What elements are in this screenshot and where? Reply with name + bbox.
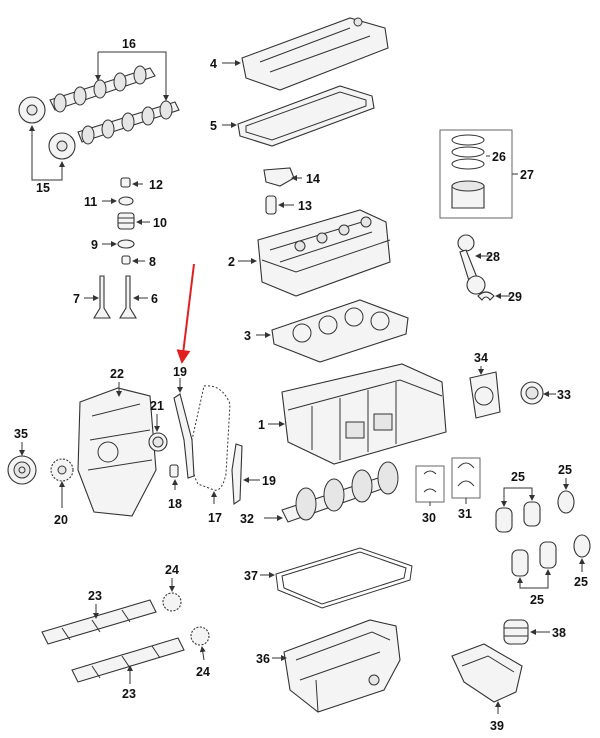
valve-train-parts — [84, 177, 150, 319]
head-gasket — [256, 299, 409, 363]
label-31: 31 — [458, 507, 472, 521]
balance-shaft-lower — [71, 637, 185, 684]
label-25-lower: 25 — [530, 593, 544, 607]
label-24-upper: 24 — [165, 563, 179, 577]
oil-pump — [503, 619, 550, 645]
label-30: 30 — [422, 511, 436, 525]
valve-cover — [222, 17, 389, 91]
label-18: 18 — [168, 497, 182, 511]
balance-shaft-gear-lower — [190, 626, 210, 661]
main-bearing-single-upper — [557, 478, 575, 514]
label-7: 7 — [73, 292, 80, 306]
main-bearing-single-lower — [573, 534, 591, 572]
label-37: 37 — [244, 569, 258, 583]
engine-block — [268, 363, 447, 465]
oil-pan — [272, 619, 401, 713]
label-17: 17 — [208, 511, 222, 525]
label-39: 39 — [490, 719, 504, 733]
label-4: 4 — [210, 57, 217, 71]
label-1: 1 — [258, 418, 265, 432]
rocker-arm — [263, 167, 302, 187]
valve-cover-gasket — [222, 85, 375, 147]
timing-chain-guide-left — [173, 378, 195, 479]
piston-ring-2 — [451, 146, 485, 158]
label-8: 8 — [149, 255, 156, 269]
exhaust-valve — [119, 275, 137, 319]
valve-stem-seal — [121, 255, 131, 265]
valve-spring-retainer — [118, 196, 134, 206]
valve-keeper — [120, 177, 131, 188]
timing-chain-guide-right — [231, 443, 260, 505]
cylinder-head — [238, 209, 391, 297]
piston-ring-1 — [451, 134, 485, 146]
label-16: 16 — [122, 37, 136, 51]
label-13: 13 — [298, 199, 312, 213]
intake-valve — [93, 275, 111, 319]
label-5: 5 — [210, 119, 217, 133]
valve-spring — [117, 212, 135, 230]
label-19-lower: 19 — [262, 474, 276, 488]
label-10: 10 — [153, 216, 167, 230]
label-11: 11 — [84, 195, 97, 209]
crankshaft-sprocket — [50, 458, 74, 508]
harmonic-balancer — [7, 442, 37, 485]
label-32: 32 — [240, 512, 254, 526]
rod-bearing — [477, 291, 510, 301]
label-6: 6 — [151, 292, 158, 306]
label-25-right-upper: 25 — [558, 463, 572, 477]
label-34: 34 — [474, 351, 488, 365]
connecting-rod — [457, 234, 490, 295]
highlight-arrow — [176, 263, 195, 364]
label-3: 3 — [244, 329, 251, 343]
label-26: 26 — [492, 150, 506, 164]
thrust-washers-30 — [415, 465, 445, 506]
rear-seal-housing — [469, 366, 501, 419]
label-24-lower: 24 — [196, 665, 210, 679]
main-bearings-upper — [495, 487, 541, 533]
label-29: 29 — [508, 290, 522, 304]
rear-main-seal — [520, 381, 556, 405]
label-21: 21 — [150, 399, 164, 413]
piston-ring-3 — [451, 158, 485, 170]
label-22: 22 — [110, 367, 124, 381]
label-9: 9 — [91, 238, 98, 252]
label-15: 15 — [36, 181, 50, 195]
label-12: 12 — [149, 178, 163, 192]
label-14: 14 — [306, 172, 320, 186]
balance-shaft-upper — [41, 599, 157, 645]
label-2: 2 — [228, 255, 235, 269]
timing-cover-seal — [148, 414, 168, 452]
crankshaft — [264, 461, 399, 523]
label-23-upper: 23 — [88, 589, 102, 603]
valve-spring-seat — [117, 239, 135, 249]
label-20: 20 — [54, 513, 68, 527]
thrust-washers-31 — [451, 457, 481, 504]
main-bearings-lower — [511, 541, 557, 589]
oil-pan-gasket — [260, 547, 413, 609]
label-35: 35 — [14, 427, 28, 441]
timing-cover — [77, 382, 157, 517]
label-36: 36 — [256, 652, 270, 666]
camshaft-upper — [49, 65, 156, 113]
balance-shaft-gear-upper — [162, 578, 182, 612]
timing-chain — [191, 385, 231, 504]
label-23-lower: 23 — [122, 687, 136, 701]
camshaft-assembly — [18, 51, 180, 181]
label-33: 33 — [557, 388, 571, 402]
label-38: 38 — [552, 626, 566, 640]
label-25-upper: 25 — [511, 470, 525, 484]
oil-pump-pickup — [451, 643, 523, 714]
label-28: 28 — [486, 250, 500, 264]
chain-tensioner — [169, 464, 179, 490]
camshaft-lower — [77, 100, 180, 145]
label-19-upper: 19 — [173, 365, 187, 379]
label-25-right-lower: 25 — [574, 575, 588, 589]
label-27: 27 — [520, 168, 534, 182]
piston-kit — [439, 129, 518, 219]
hydraulic-lifter — [265, 195, 294, 215]
